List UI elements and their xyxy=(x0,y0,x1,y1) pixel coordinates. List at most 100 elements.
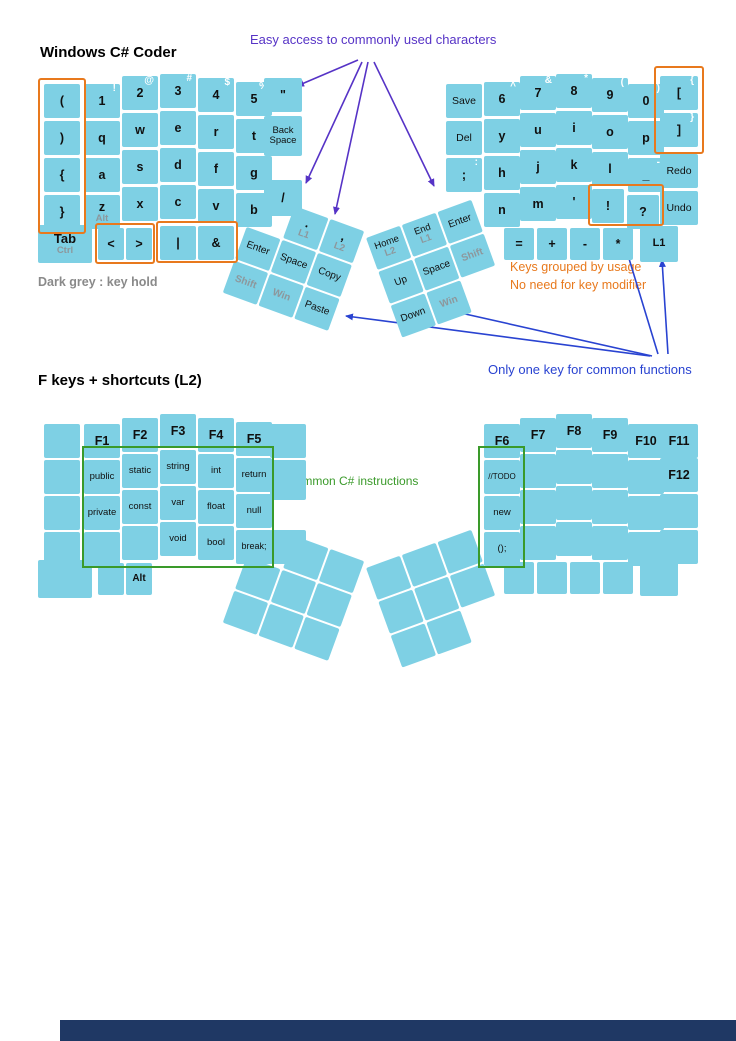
key-label: w xyxy=(135,122,145,137)
key-label: p xyxy=(642,130,650,145)
key-label: F8 xyxy=(566,423,582,438)
key-shift-label: # xyxy=(186,73,192,84)
key-symbol: & xyxy=(198,226,234,260)
key-redo: Redo xyxy=(660,154,698,188)
key-label: F2 xyxy=(132,427,148,442)
key-label: 4 xyxy=(212,87,220,102)
key-label: v xyxy=(212,198,220,213)
key-label: Win xyxy=(270,286,292,304)
orange-highlight-box xyxy=(156,221,238,263)
blank-key xyxy=(660,530,698,564)
key-m: m xyxy=(520,187,556,221)
key-label: & xyxy=(211,235,221,250)
key-label: F9 xyxy=(602,427,618,442)
key-shift-label: { xyxy=(690,75,694,86)
key-label: float xyxy=(207,501,225,513)
key-f8: F8 xyxy=(556,414,592,448)
key-label: Win xyxy=(438,293,460,311)
key-c: c xyxy=(160,185,196,219)
key-label: ? xyxy=(639,204,647,219)
key-label: Tab xyxy=(53,231,77,247)
blank-key xyxy=(520,490,556,524)
key-label: 9 xyxy=(606,87,614,102)
key-f: f xyxy=(198,152,234,186)
key-f5: F5 xyxy=(236,422,272,456)
key-f11: F11 xyxy=(660,424,698,458)
key-label: Shift xyxy=(459,246,485,264)
blank-key xyxy=(628,460,664,494)
key-shift-label: & xyxy=(544,75,552,86)
key-a: a xyxy=(84,158,120,192)
green-highlight-box xyxy=(82,446,274,568)
legend-key-hold: Dark grey : key hold xyxy=(38,275,158,289)
key-back-space: Back Space xyxy=(264,116,302,156)
blank-key xyxy=(628,496,664,530)
key-label: 7 xyxy=(534,85,542,100)
key-f1: F1 xyxy=(84,424,120,458)
key-0: 0) xyxy=(628,83,664,118)
blank-key xyxy=(44,424,80,458)
key-2: 2@ xyxy=(122,75,158,110)
blank-key xyxy=(556,486,592,520)
blank-key xyxy=(270,424,306,458)
key-j: j xyxy=(520,150,556,184)
key-label: t xyxy=(251,128,257,143)
key-label: Save xyxy=(452,94,476,107)
blank-key xyxy=(520,526,556,560)
key-7: 7& xyxy=(520,75,556,110)
key-string: string xyxy=(160,450,196,484)
key-label: 3 xyxy=(174,83,182,98)
key-4: 4$ xyxy=(198,77,234,112)
key-label: / xyxy=(281,190,285,205)
footer-bar xyxy=(60,1020,736,1041)
key-x: x xyxy=(122,187,158,221)
key-y: y xyxy=(484,119,520,153)
key-label: + xyxy=(548,236,556,251)
key-label: f xyxy=(213,161,219,176)
blank-key xyxy=(592,526,628,560)
key-todo: //TODO xyxy=(484,460,520,494)
key-shift-label: - xyxy=(656,157,660,168)
key-label: Del xyxy=(456,131,472,144)
key-label: F5 xyxy=(246,431,262,446)
key-w: w xyxy=(122,113,158,147)
key-f12: F12 xyxy=(660,458,698,492)
blank-key xyxy=(270,460,306,500)
key-symbol: ? xyxy=(627,195,659,229)
key-alt: Alt xyxy=(126,563,152,595)
key-label: Space xyxy=(421,257,452,279)
key-shift-label: ( xyxy=(620,77,624,88)
key-label: a xyxy=(98,167,106,182)
key-label: e xyxy=(174,120,182,135)
key-label: < xyxy=(107,236,115,251)
annotation-easy-access: Easy access to commonly used characters xyxy=(250,32,497,47)
key-label: _ xyxy=(642,167,650,182)
key-symbol: + xyxy=(537,228,567,260)
key-label: n xyxy=(498,202,506,217)
key-shift-label: : xyxy=(474,157,478,168)
key-shift-label: ) xyxy=(656,83,660,94)
key-symbol: ! xyxy=(592,189,624,223)
key-symbol: < xyxy=(98,228,124,260)
key-label: z xyxy=(98,199,106,214)
key-label: ; xyxy=(461,167,467,182)
key-label: void xyxy=(169,533,187,545)
key-label: ' xyxy=(572,194,576,209)
blank-key xyxy=(98,563,124,595)
key-symbol: ' xyxy=(556,185,592,219)
blank-key xyxy=(640,560,678,596)
key-label: string xyxy=(166,461,190,473)
key-label: const xyxy=(128,501,152,513)
key-shift-label: ! xyxy=(112,83,116,94)
key-e: e xyxy=(160,111,196,145)
key-label: F10 xyxy=(635,433,657,448)
key-label: > xyxy=(135,236,143,251)
key-label: [ xyxy=(676,85,682,100)
key-save: Save xyxy=(446,84,482,118)
key-label: F4 xyxy=(208,427,224,442)
key-void: void xyxy=(160,522,196,556)
key-shift-label: ^ xyxy=(510,81,516,92)
key-sub-label: L2 xyxy=(332,239,347,254)
blank-key xyxy=(122,526,158,560)
